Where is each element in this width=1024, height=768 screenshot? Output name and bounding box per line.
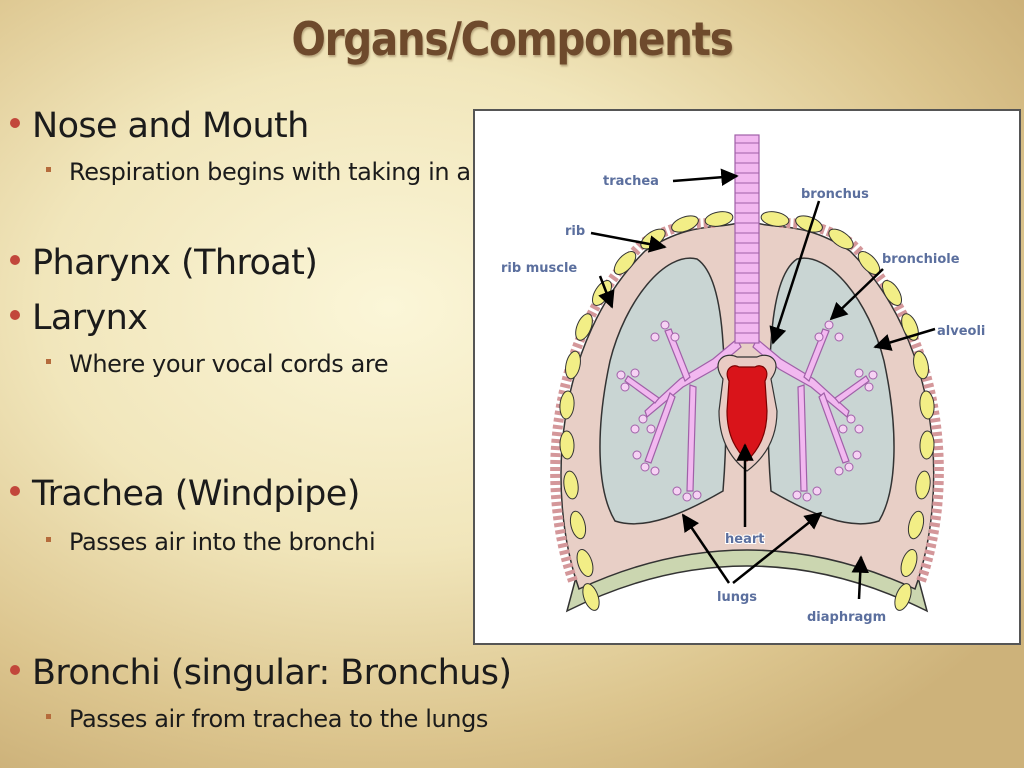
heart-shape xyxy=(717,354,778,472)
bullet-nose-mouth: Nose and Mouth xyxy=(10,106,309,146)
label-heart: heart xyxy=(725,532,764,547)
label-bronchus: bronchus xyxy=(801,187,869,202)
trachea-shape xyxy=(734,134,760,344)
bullet-text: Bronchi (singular: Bronchus) xyxy=(32,653,512,693)
bronchial-tree xyxy=(624,328,870,492)
bullet-text: Trachea (Windpipe) xyxy=(32,474,360,514)
bullet-text: Pharynx (Throat) xyxy=(32,243,318,283)
bullet-text: Nose and Mouth xyxy=(32,106,309,146)
sub-bullet-square-icon xyxy=(46,358,51,364)
bullet-trachea: Trachea (Windpipe) xyxy=(10,474,360,514)
sub-bullet-square-icon xyxy=(46,166,51,172)
bullet-dot-icon xyxy=(10,486,20,496)
sub-bullet-bronchi: Passes air from trachea to the lungs xyxy=(46,705,488,733)
label-lungs: lungs xyxy=(717,590,757,605)
slide-title: Organs/Components xyxy=(291,12,734,66)
bullet-text: Larynx xyxy=(32,298,148,338)
label-arrows xyxy=(590,168,936,600)
bullet-dot-icon xyxy=(10,118,20,128)
sub-bullet-square-icon xyxy=(46,536,51,542)
bullet-bronchi: Bronchi (singular: Bronchus) xyxy=(10,653,512,693)
sub-bullet-nose-mouth: Respiration begins with taking in air xyxy=(46,158,487,186)
bullet-dot-icon xyxy=(10,255,20,265)
sub-bullet-text: Passes air from trachea to the lungs xyxy=(69,705,489,733)
sub-bullet-trachea: Passes air into the bronchi xyxy=(46,528,376,556)
sub-bullet-text: Passes air into the bronchi xyxy=(69,528,376,556)
sub-bullet-text: Where your vocal cords are xyxy=(69,350,389,378)
label-rib-muscle: rib muscle xyxy=(501,261,577,276)
label-trachea: trachea xyxy=(603,174,659,189)
bullet-dot-icon xyxy=(10,665,20,675)
sub-bullet-larynx: Where your vocal cords are xyxy=(46,350,389,378)
respiratory-diagram-svg: trachea bronchus rib rib muscle bronchio… xyxy=(500,134,986,626)
label-bronchiole: bronchiole xyxy=(882,252,960,267)
bullet-larynx: Larynx xyxy=(10,298,148,338)
sub-bullet-text: Respiration begins with taking in air xyxy=(69,158,487,186)
respiratory-diagram: trachea bronchus rib rib muscle bronchio… xyxy=(473,109,1021,645)
label-alveoli: alveoli xyxy=(937,324,985,339)
alveoli-clusters xyxy=(616,320,878,502)
bullet-dot-icon xyxy=(10,310,20,320)
sub-bullet-square-icon xyxy=(46,713,51,719)
label-diaphragm: diaphragm xyxy=(807,610,886,625)
label-rib: rib xyxy=(565,224,585,239)
bullet-pharynx: Pharynx (Throat) xyxy=(10,243,318,283)
